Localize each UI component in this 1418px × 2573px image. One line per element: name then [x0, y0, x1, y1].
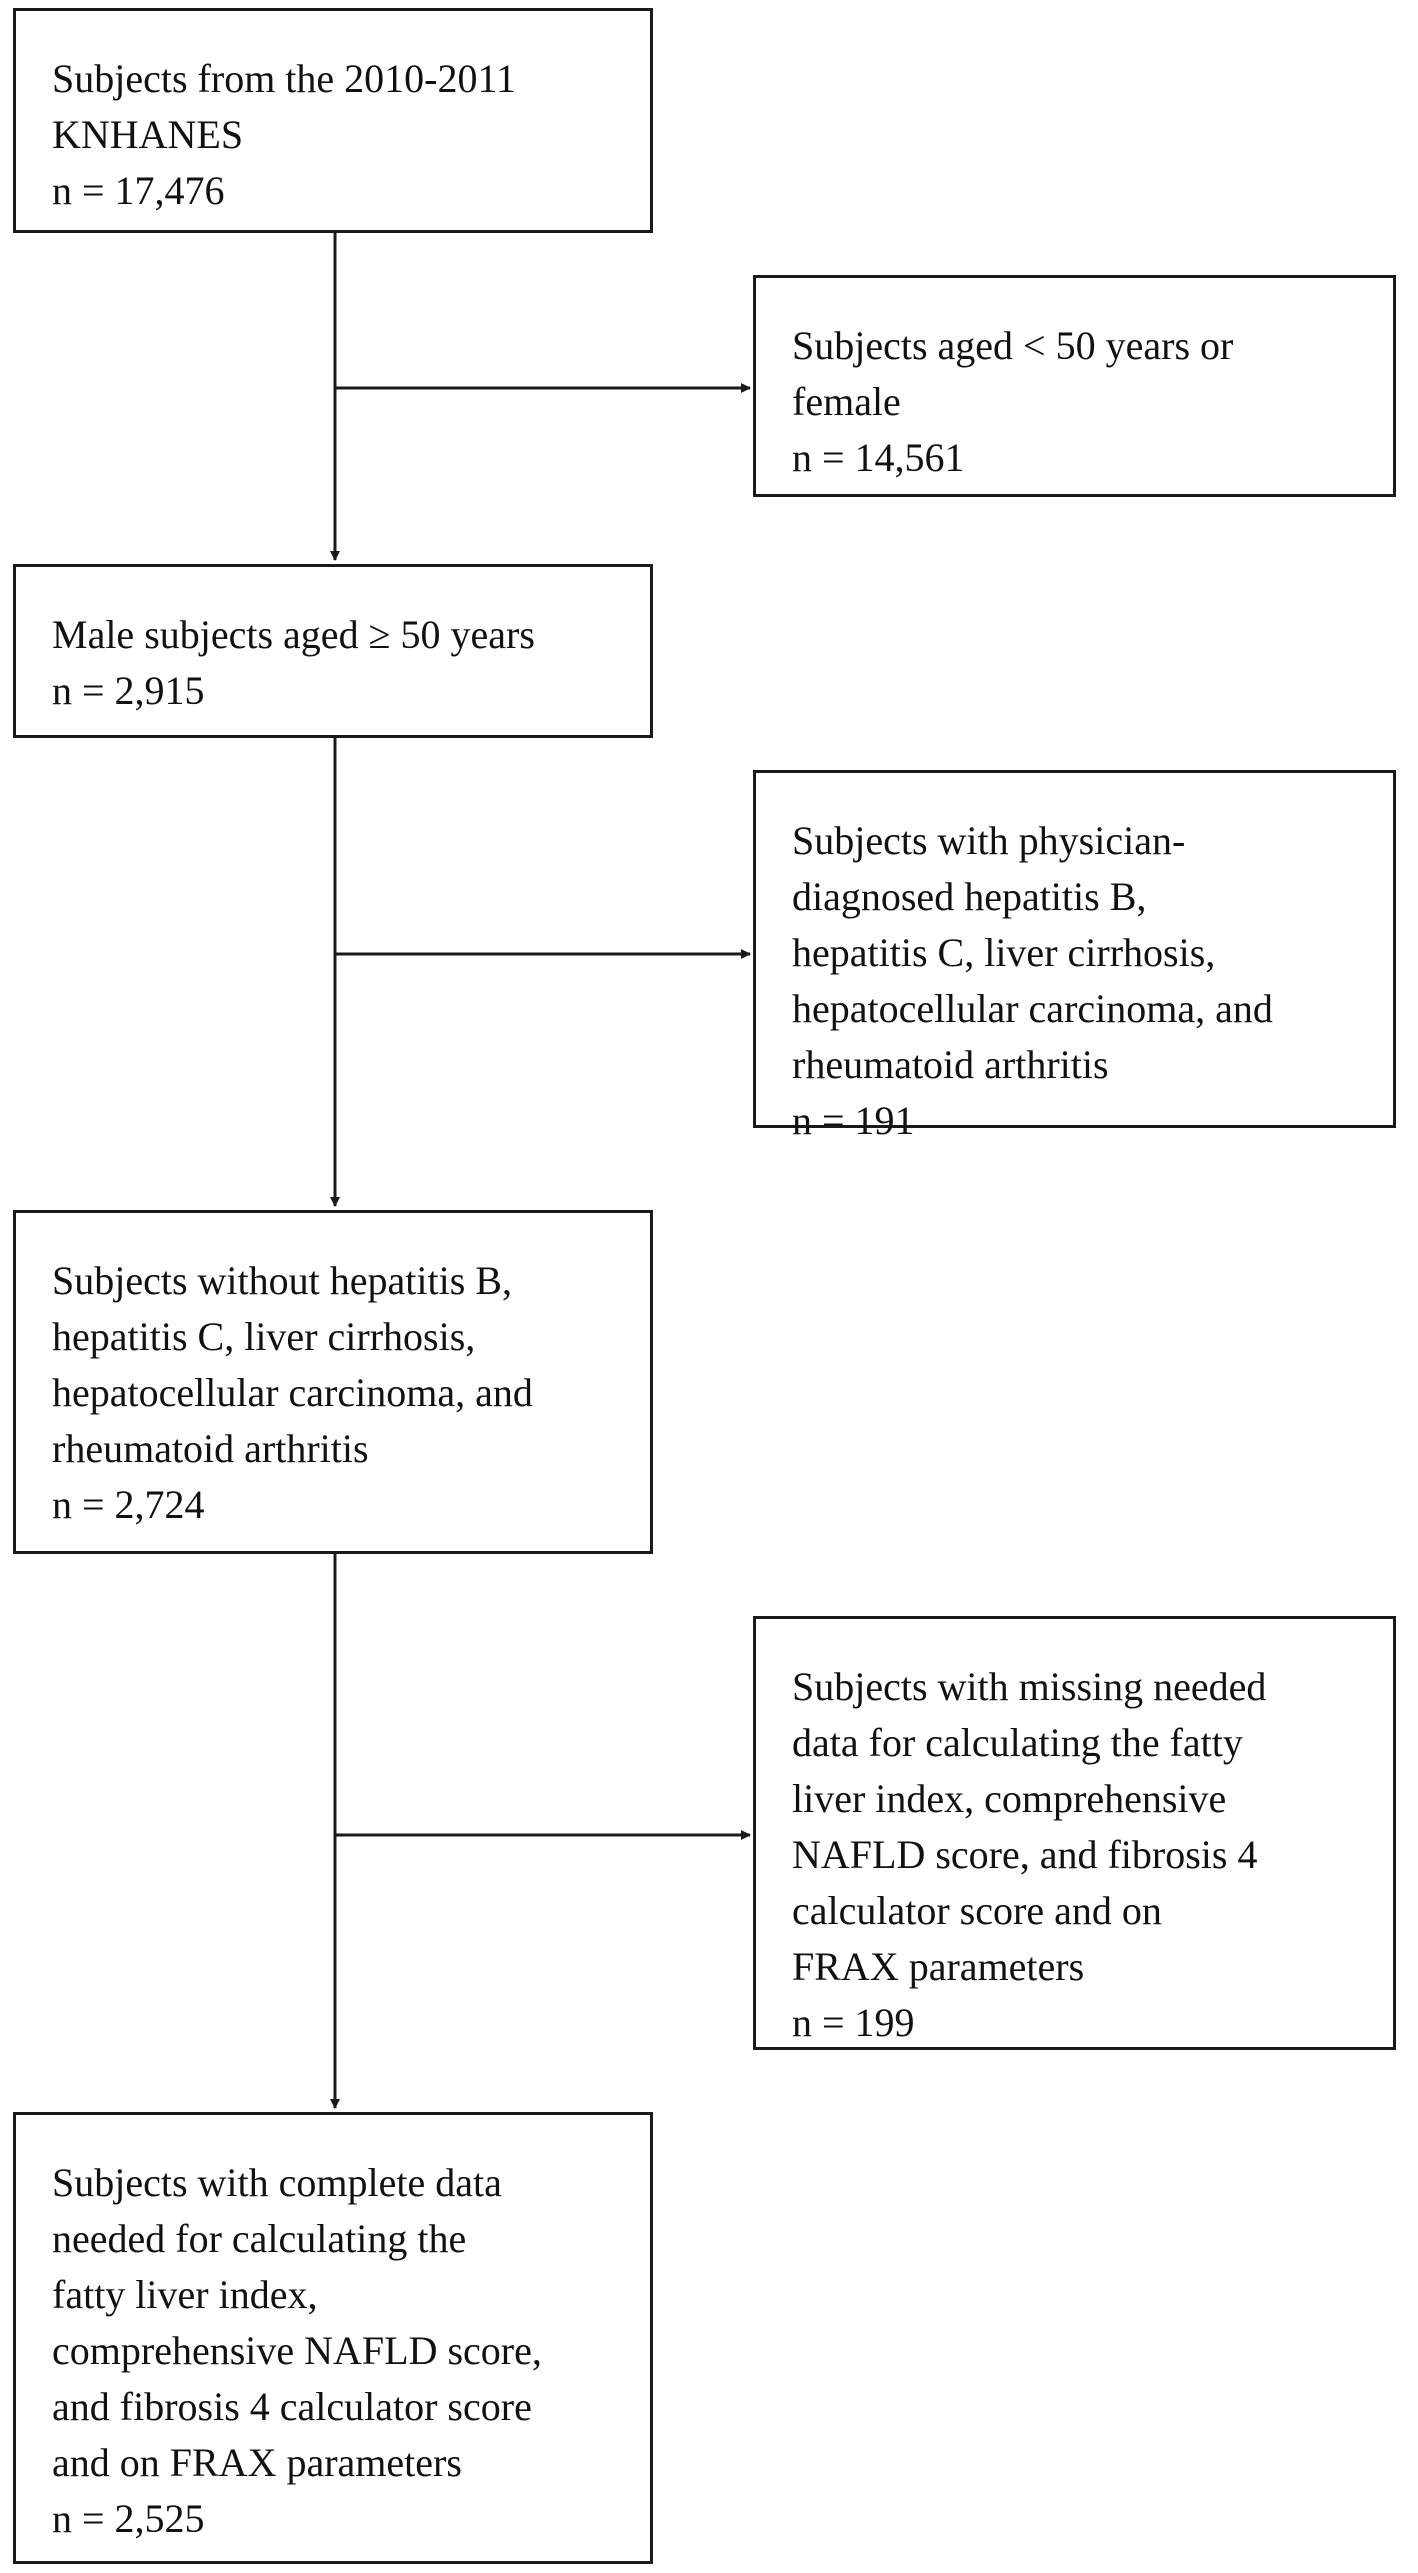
box-text-line: hepatitis C, liver cirrhosis,	[792, 930, 1216, 975]
main-box-without-liver-disease: Subjects without hepatitis B, hepatitis …	[13, 1210, 653, 1554]
box-text-line: data for calculating the fatty	[792, 1720, 1243, 1765]
box-text-line: comprehensive NAFLD score,	[52, 2328, 542, 2373]
box-text-line: hepatocellular carcinoma, and	[52, 1370, 533, 1415]
box-text-line: Subjects without hepatitis B,	[52, 1258, 512, 1303]
box-text-line: hepatitis C, liver cirrhosis,	[52, 1314, 476, 1359]
box-count: n = 14,561	[792, 435, 965, 480]
box-text-line: rheumatoid arthritis	[52, 1426, 369, 1471]
main-box-initial-cohort: Subjects from the 2010-2011 KNHANES n = …	[13, 8, 653, 233]
box-text-line: KNHANES	[52, 112, 244, 157]
box-text-line: Subjects with physician-	[792, 818, 1186, 863]
main-box-complete-data: Subjects with complete data needed for c…	[13, 2112, 653, 2564]
exclusion-box-missing-data: Subjects with missing needed data for ca…	[753, 1616, 1396, 2050]
box-text-line: rheumatoid arthritis	[792, 1042, 1109, 1087]
box-count: n = 191	[792, 1098, 915, 1143]
box-text-line: fatty liver index,	[52, 2272, 318, 2317]
box-count: n = 2,525	[52, 2496, 205, 2541]
box-text-line: hepatocellular carcinoma, and	[792, 986, 1273, 1031]
box-count: n = 2,915	[52, 668, 205, 713]
box-text-line: needed for calculating the	[52, 2216, 467, 2261]
box-count: n = 2,724	[52, 1482, 205, 1527]
exclusion-box-liver-disease: Subjects with physician- diagnosed hepat…	[753, 770, 1396, 1143]
box-text-line: female	[792, 379, 901, 424]
box-text-line: FRAX parameters	[792, 1944, 1085, 1989]
box-text-line: Subjects from the 2010-2011	[52, 56, 517, 101]
main-box-male-aged-50: Male subjects aged ≥ 50 years n = 2,915	[13, 564, 653, 738]
box-text-line: Subjects with complete data	[52, 2160, 502, 2205]
box-text-line: and fibrosis 4 calculator score	[52, 2384, 532, 2429]
box-text-line: NAFLD score, and fibrosis 4	[792, 1832, 1258, 1877]
box-text-line: diagnosed hepatitis B,	[792, 874, 1147, 919]
exclusion-box-age-sex: Subjects aged < 50 years or female n = 1…	[753, 275, 1396, 497]
box-text-line: and on FRAX parameters	[52, 2440, 462, 2485]
box-count: n = 199	[792, 2000, 915, 2045]
box-text-line: Subjects with missing needed	[792, 1664, 1267, 1709]
box-text-line: calculator score and on	[792, 1888, 1162, 1933]
box-text-line: liver index, comprehensive	[792, 1776, 1227, 1821]
box-count: n = 17,476	[52, 168, 225, 213]
box-text-line: Male subjects aged ≥ 50 years	[52, 612, 535, 657]
box-text-line: Subjects aged < 50 years or	[792, 323, 1234, 368]
